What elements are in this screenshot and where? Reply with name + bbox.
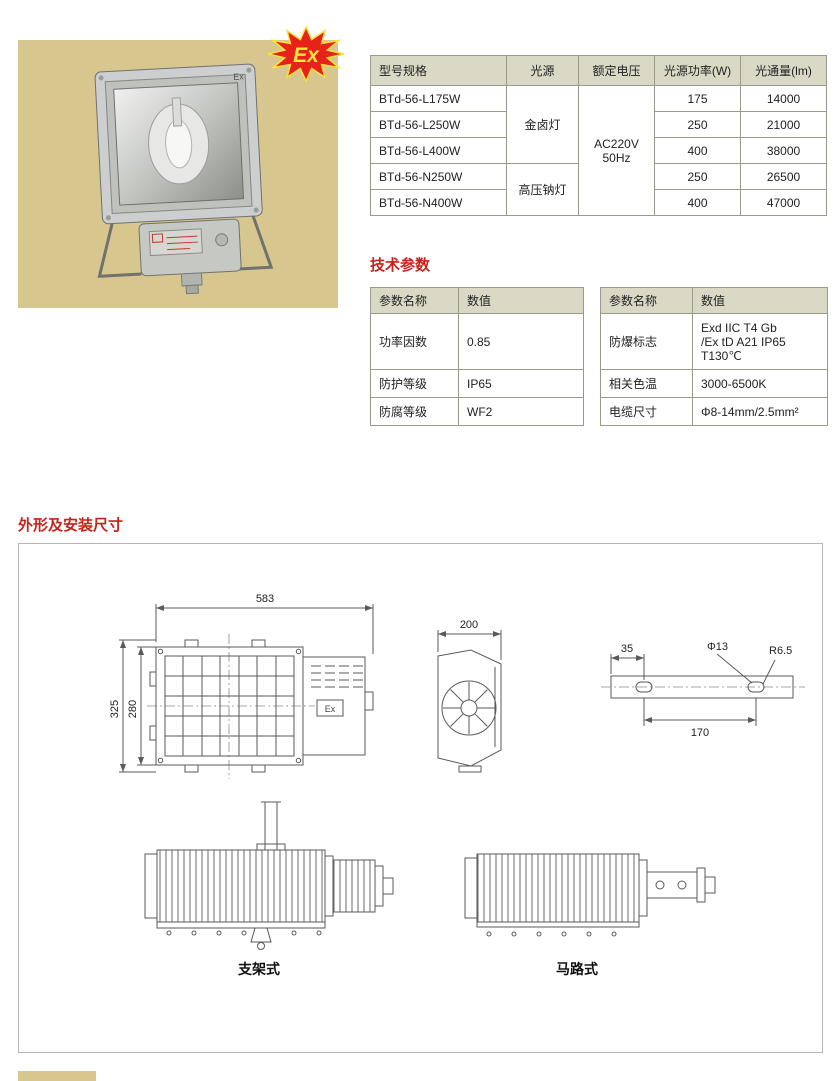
param-row: 相关色温 3000-6500K — [600, 369, 828, 398]
source-cell-sodium: 高压钠灯 — [506, 163, 579, 216]
param-row: 防腐等级 WF2 — [370, 397, 584, 426]
param-name: 相关色温 — [600, 369, 693, 398]
model-cell: BTd-56-N400W — [370, 189, 507, 216]
road-type-drawing: 马路式 — [464, 853, 716, 977]
spec-row: BTd-56-L175W 金卤灯 AC220V 50Hz 175 14000 — [370, 85, 827, 216]
dim-hole-radius: R6.5 — [769, 645, 792, 657]
param-row: 功率因数 0.85 — [370, 313, 584, 370]
dim-front-height-inner: 280 — [127, 700, 139, 718]
footer-accent-strip — [18, 1071, 96, 1081]
param-value: 0.85 — [458, 313, 584, 370]
power-cell: 250 — [654, 111, 741, 138]
spec-row: BTd-56-L250W 250 21000 — [370, 111, 827, 138]
bracket-type-label: 支架式 — [237, 961, 280, 977]
tech-params-table-right: 参数名称 数值 防爆标志 Exd IIC T4 Gb /Ex tD A21 IP… — [600, 287, 828, 426]
param-name-header: 参数名称 — [370, 287, 459, 314]
param-name: 防爆标志 — [600, 313, 693, 370]
spec-header-flux: 光通量(lm) — [740, 55, 827, 86]
param-value: WF2 — [458, 397, 584, 426]
param-name: 功率因数 — [370, 313, 459, 370]
param-value: 3000-6500K — [692, 369, 828, 398]
starburst-shape — [267, 25, 345, 83]
param-value: IP65 — [458, 369, 584, 398]
floodlight-illustration: Ex — [94, 63, 274, 295]
ex-badge-label: Ex — [293, 44, 320, 67]
spec-row: BTd-56-N250W 高压钠灯 250 26500 — [370, 163, 827, 216]
power-cell: 400 — [654, 137, 741, 164]
bracket-type-drawing: 支架式 — [144, 801, 394, 977]
model-cell: BTd-56-L400W — [370, 137, 507, 164]
param-row: 防爆标志 Exd IIC T4 Gb /Ex tD A21 IP65 T130℃ — [600, 313, 828, 370]
voltage-cell: AC220V 50Hz — [578, 85, 655, 216]
spec-header-voltage: 额定电压 — [578, 55, 655, 86]
power-cell: 400 — [654, 189, 741, 216]
dim-front-width: 583 — [256, 593, 274, 605]
param-value-header: 数值 — [458, 287, 584, 314]
model-cell: BTd-56-N250W — [370, 163, 507, 190]
right-column: 型号规格 光源 额定电压 光源功率(W) 光通量(lm) BTd-56-L175… — [370, 40, 828, 426]
outline-section-title: 外形及安装尺寸 — [18, 517, 124, 534]
side-view-drawing: 200 — [437, 619, 502, 773]
spec-row: BTd-56-L400W 400 38000 — [370, 137, 827, 164]
road-type-label: 马路式 — [556, 961, 598, 977]
dimension-drawings: Ex 583 325 280 200 — [109, 593, 805, 977]
spec-row: BTd-56-N400W 400 47000 — [370, 189, 827, 216]
tech-params-table-left: 参数名称 数值 功率因数 0.85 防护等级 IP65 防腐等级 — [370, 287, 584, 426]
dim-side-width: 200 — [460, 619, 478, 631]
power-cell: 250 — [654, 163, 741, 190]
junction-box-ex-mark: Ex — [325, 704, 336, 714]
spec-header-row: 型号规格 光源 额定电压 光源功率(W) 光通量(lm) — [370, 55, 827, 86]
param-name: 防护等级 — [370, 369, 459, 398]
param-name-header: 参数名称 — [600, 287, 693, 314]
dimension-drawings-panel: Ex 583 325 280 200 — [18, 543, 823, 1053]
top-section: Ex Ex 型号规格 光源 额定电压 光源功率( — [0, 0, 840, 426]
spec-header-source: 光源 — [506, 55, 579, 86]
param-name: 电缆尺寸 — [600, 397, 693, 426]
source-cell-metal-halide: 金卤灯 — [506, 85, 579, 164]
spec-header-model: 型号规格 — [370, 55, 507, 86]
model-cell: BTd-56-L250W — [370, 111, 507, 138]
tech-params-title: 技术参数 — [370, 257, 431, 274]
param-value-header: 数值 — [692, 287, 828, 314]
param-value: Exd IIC T4 Gb /Ex tD A21 IP65 T130℃ — [692, 313, 828, 370]
flux-cell: 21000 — [740, 111, 827, 138]
model-cell: BTd-56-L175W — [370, 85, 507, 112]
spec-table: 型号规格 光源 额定电压 光源功率(W) 光通量(lm) BTd-56-L175… — [370, 55, 827, 216]
flux-cell: 47000 — [740, 189, 827, 216]
tech-params-tables: 参数名称 数值 功率因数 0.85 防护等级 IP65 防腐等级 — [370, 287, 828, 426]
dim-hole-offset: 35 — [621, 643, 633, 655]
param-value: Φ8-14mm/2.5mm² — [692, 397, 828, 426]
power-cell: 175 — [654, 85, 741, 112]
spec-header-power: 光源功率(W) — [654, 55, 741, 86]
mounting-hole-detail: 35 Φ13 R6.5 170 — [601, 641, 805, 739]
dim-hole-diameter: Φ13 — [707, 641, 728, 653]
param-row: 防护等级 IP65 — [370, 369, 584, 398]
product-photo: Ex Ex — [18, 25, 345, 308]
flux-cell: 14000 — [740, 85, 827, 112]
dim-front-height-outer: 325 — [109, 700, 121, 718]
param-row: 电缆尺寸 Φ8-14mm/2.5mm² — [600, 397, 828, 426]
flux-cell: 38000 — [740, 137, 827, 164]
head-ex-mark: Ex — [233, 71, 245, 82]
dim-hole-spacing: 170 — [691, 727, 709, 739]
front-view-drawing: Ex 583 325 280 — [109, 593, 374, 779]
ex-starburst-badge: Ex — [267, 25, 345, 83]
param-name: 防腐等级 — [370, 397, 459, 426]
flux-cell: 26500 — [740, 163, 827, 190]
